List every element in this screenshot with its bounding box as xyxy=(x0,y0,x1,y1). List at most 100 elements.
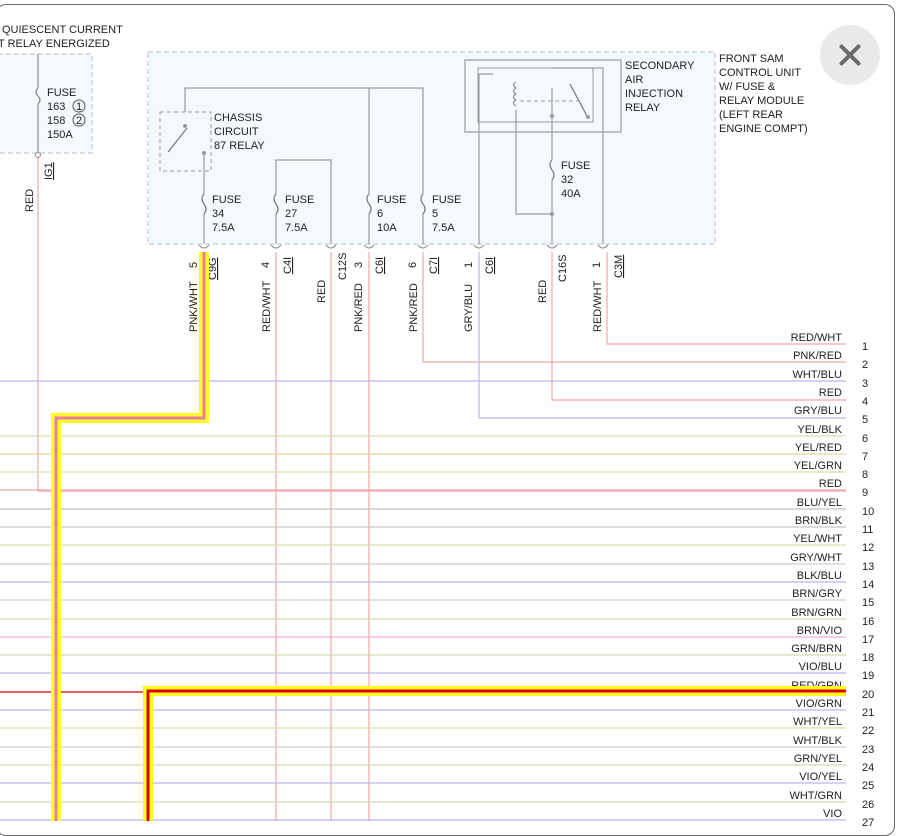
svg-text:3: 3 xyxy=(353,262,365,268)
bus-line-label-13: GRY/WHT xyxy=(790,552,842,564)
bus-line-label-27: VIO xyxy=(823,808,842,820)
bus-line-number-6: 6 xyxy=(862,433,868,445)
left-fuse-label: FUSE xyxy=(47,87,76,99)
svg-text:6: 6 xyxy=(407,262,419,268)
svg-text:RELAY MODULE: RELAY MODULE xyxy=(719,95,804,107)
bus-line-number-25: 25 xyxy=(862,780,874,792)
svg-text:C12S: C12S xyxy=(337,252,349,280)
bus-line-number-12: 12 xyxy=(862,542,874,554)
secondary-relay-inner-box xyxy=(477,67,594,123)
svg-text:RED/WHT: RED/WHT xyxy=(592,280,604,332)
bus-line-number-22: 22 xyxy=(862,725,874,737)
secondary-relay-switch-icon xyxy=(569,83,588,117)
bus-line-number-2: 2 xyxy=(862,359,868,371)
bus-line-label-3: WHT/BLU xyxy=(793,369,843,381)
bus-line-number-16: 16 xyxy=(862,616,874,628)
bus-line-label-23: WHT/BLK xyxy=(793,735,843,747)
svg-text:7.5A: 7.5A xyxy=(212,222,235,234)
left-wire-red-label: RED xyxy=(24,189,36,212)
bus-line-label-6: YEL/BLK xyxy=(797,424,842,436)
bus-line-number-11: 11 xyxy=(862,524,873,536)
svg-text:C3M: C3M xyxy=(613,255,625,278)
svg-text:C9G: C9G xyxy=(207,257,219,280)
relay-coil-icon xyxy=(513,81,517,107)
svg-text:PNK/RED: PNK/RED xyxy=(353,283,365,332)
bus-line-number-17: 17 xyxy=(862,634,874,646)
left-fuse-box xyxy=(0,53,93,154)
svg-text:C6I: C6I xyxy=(374,257,386,274)
bus-line-number-3: 3 xyxy=(862,378,868,390)
svg-text:W/ FUSE &: W/ FUSE & xyxy=(719,81,776,93)
bus-line-number-14: 14 xyxy=(862,579,874,591)
svg-text:FUSE: FUSE xyxy=(285,194,314,206)
circle-marker-1-text: 1 xyxy=(76,101,82,113)
bus-line-number-27: 27 xyxy=(862,817,874,829)
svg-text:FUSE: FUSE xyxy=(561,160,590,172)
bus-line-label-9: RED xyxy=(819,478,842,490)
svg-text:(LEFT REAR: (LEFT REAR xyxy=(719,109,783,121)
circle-marker-1-icon xyxy=(72,99,86,113)
svg-text:87 RELAY: 87 RELAY xyxy=(214,140,265,152)
svg-text:CIRCUIT: CIRCUIT xyxy=(214,126,259,138)
fuse-label-27: FUSE 27 7.5A xyxy=(285,194,314,234)
bus-line-label-11: BRN/BLK xyxy=(795,515,843,527)
secondary-relay-label: SECONDARY AIR INJECTION RELAY xyxy=(625,60,695,114)
fuse-label-32: FUSE 32 40A xyxy=(561,160,590,200)
bus-line-label-4: RED xyxy=(819,387,842,399)
svg-text:7.5A: 7.5A xyxy=(285,222,308,234)
svg-text:ENGINE COMPT): ENGINE COMPT) xyxy=(719,123,808,135)
svg-text:1: 1 xyxy=(463,262,475,268)
svg-text:C7I: C7I xyxy=(428,257,440,274)
secondary-relay-box xyxy=(464,59,622,133)
bus-line-label-10: BLU/YEL xyxy=(797,497,842,509)
svg-text:32: 32 xyxy=(561,174,573,186)
fuse-label-6: FUSE 6 10A xyxy=(377,194,406,234)
svg-text:40A: 40A xyxy=(561,188,581,200)
fuse-34-icon xyxy=(201,193,207,215)
bus-line-label-1: RED/WHT xyxy=(791,332,843,344)
bus-line-label-15: BRN/GRY xyxy=(792,588,843,600)
bus-line-number-13: 13 xyxy=(862,561,874,573)
module-title: FRONT SAM CONTROL UNIT W/ FUSE & RELAY M… xyxy=(719,53,808,135)
fuse-5-icon xyxy=(420,193,426,215)
left-connector-ig1: IG1 xyxy=(43,162,55,180)
svg-text:RED: RED xyxy=(537,280,549,303)
bus-line-number-23: 23 xyxy=(862,744,874,756)
bus-line-label-22: WHT/YEL xyxy=(793,716,842,728)
svg-text:GRY/BLU: GRY/BLU xyxy=(463,284,475,332)
svg-text:27: 27 xyxy=(285,208,297,220)
svg-text:FUSE: FUSE xyxy=(432,194,461,206)
chassis-relay-box xyxy=(159,111,212,172)
bus-line-number-4: 4 xyxy=(862,396,868,408)
svg-text:4: 4 xyxy=(260,262,272,268)
bus-line-label-7: YEL/RED xyxy=(795,442,842,454)
bus-line-number-10: 10 xyxy=(862,506,874,518)
fuse-6-icon xyxy=(366,193,372,215)
bus-line-label-26: WHT/GRN xyxy=(789,790,842,802)
fuse-27-icon xyxy=(273,193,279,215)
svg-text:C6I: C6I xyxy=(484,257,496,274)
bus-line-number-26: 26 xyxy=(862,799,874,811)
bus-line-label-5: GRY/BLU xyxy=(794,405,842,417)
bus-line-label-12: YEL/WHT xyxy=(793,533,842,545)
svg-text:5: 5 xyxy=(432,208,438,220)
bus-line-number-18: 18 xyxy=(862,652,874,664)
svg-text:RED: RED xyxy=(316,280,328,303)
pin-labels: 5 C9G PNK/WHT 4 C4I RED/WHT RED C12S 3 P… xyxy=(188,252,625,332)
fuse-label-34: FUSE 34 7.5A xyxy=(212,194,241,234)
bus-line-number-20: 20 xyxy=(862,689,874,701)
bus-line-label-2: PNK/RED xyxy=(793,350,842,362)
svg-text:FRONT SAM: FRONT SAM xyxy=(719,53,784,65)
bus-line-number-5: 5 xyxy=(862,414,868,426)
svg-text:C16S: C16S xyxy=(557,254,569,282)
fuse-label-5: FUSE 5 7.5A xyxy=(432,194,461,234)
diagram-heading-line1: QUIESCENT CURRENT xyxy=(2,24,123,36)
bus-line-label-16: BRN/GRN xyxy=(791,607,842,619)
svg-text:PNK/RED: PNK/RED xyxy=(408,283,420,332)
close-button[interactable] xyxy=(820,25,880,85)
chassis-relay-label: CHASSIS CIRCUIT 87 RELAY xyxy=(214,112,265,152)
bus-line-number-8: 8 xyxy=(862,469,868,481)
bus-line-label-8: YEL/GRN xyxy=(794,460,842,472)
bus-line-label-21: VIO/GRN xyxy=(796,698,843,710)
svg-text:7.5A: 7.5A xyxy=(432,222,455,234)
